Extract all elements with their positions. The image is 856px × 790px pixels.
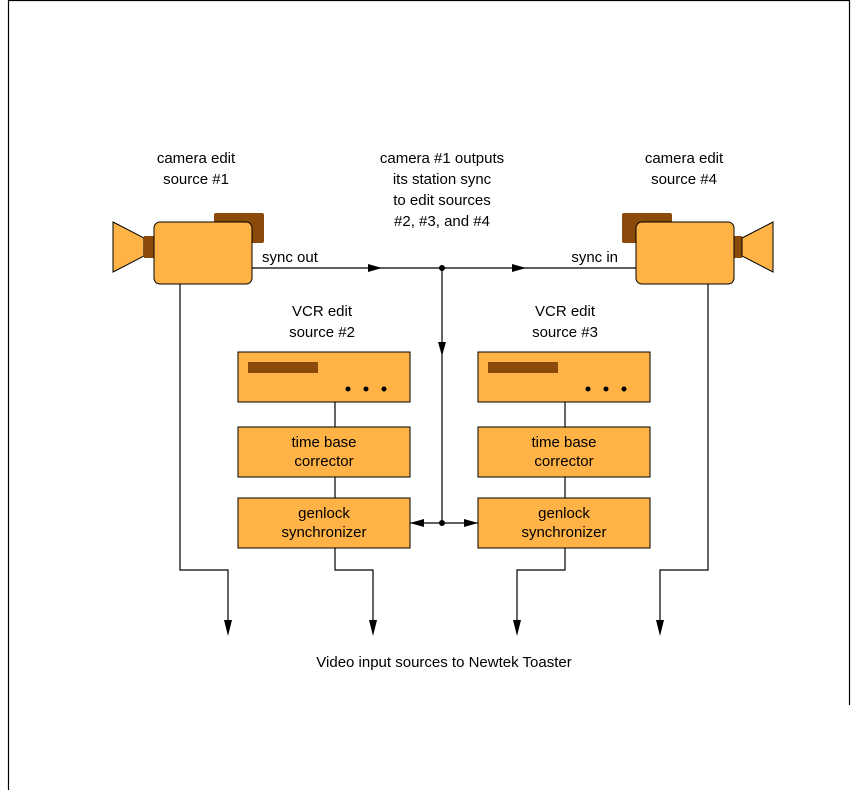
footer-caption: Video input sources to Newtek Toaster bbox=[316, 654, 571, 671]
camera-1-label-line-1: camera edit bbox=[157, 150, 236, 167]
tbc-box-2 bbox=[237, 426, 411, 478]
vcr-3-icon bbox=[477, 351, 651, 403]
sync-note-line-2: its station sync bbox=[393, 171, 492, 188]
genlock-2-label-line-1: genlock bbox=[298, 505, 350, 522]
tbc-2-label-line-1: time base bbox=[291, 434, 356, 451]
genlock-3-label-line-1: genlock bbox=[538, 505, 590, 522]
tbc-box-3 bbox=[477, 426, 651, 478]
genlock-3-label-line-2: synchronizer bbox=[521, 524, 606, 541]
vcr-2-icon bbox=[237, 351, 411, 403]
vcr-2-label-line-2: source #2 bbox=[289, 324, 355, 341]
sync-in-label: sync in bbox=[571, 249, 618, 266]
genlock-2-label-line-2: synchronizer bbox=[281, 524, 366, 541]
sync-note-line-4: #2, #3, and #4 bbox=[394, 213, 490, 230]
vcr-3-label-line-2: source #3 bbox=[532, 324, 598, 341]
camera-4-label-line-2: source #4 bbox=[651, 171, 717, 188]
genlock-box-3 bbox=[477, 497, 651, 549]
sync-note-line-3: to edit sources bbox=[393, 192, 491, 209]
camera-4-label-line-1: camera edit bbox=[645, 150, 724, 167]
vcr-3-label-line-1: VCR edit bbox=[535, 303, 596, 320]
sync-wiring bbox=[252, 264, 636, 527]
vcr-2-label-line-1: VCR edit bbox=[292, 303, 353, 320]
tbc-3-label-line-2: corrector bbox=[534, 453, 593, 470]
video-output-lines bbox=[179, 284, 709, 636]
camera-1-icon bbox=[112, 213, 264, 285]
sync-out-label: sync out bbox=[262, 249, 319, 266]
camera-4-icon bbox=[622, 213, 774, 285]
camera-1-label-line-2: source #1 bbox=[163, 171, 229, 188]
tbc-2-label-line-2: corrector bbox=[294, 453, 353, 470]
tbc-3-label-line-1: time base bbox=[531, 434, 596, 451]
device-links bbox=[334, 402, 566, 498]
sync-note-line-1: camera #1 outputs bbox=[380, 150, 504, 167]
